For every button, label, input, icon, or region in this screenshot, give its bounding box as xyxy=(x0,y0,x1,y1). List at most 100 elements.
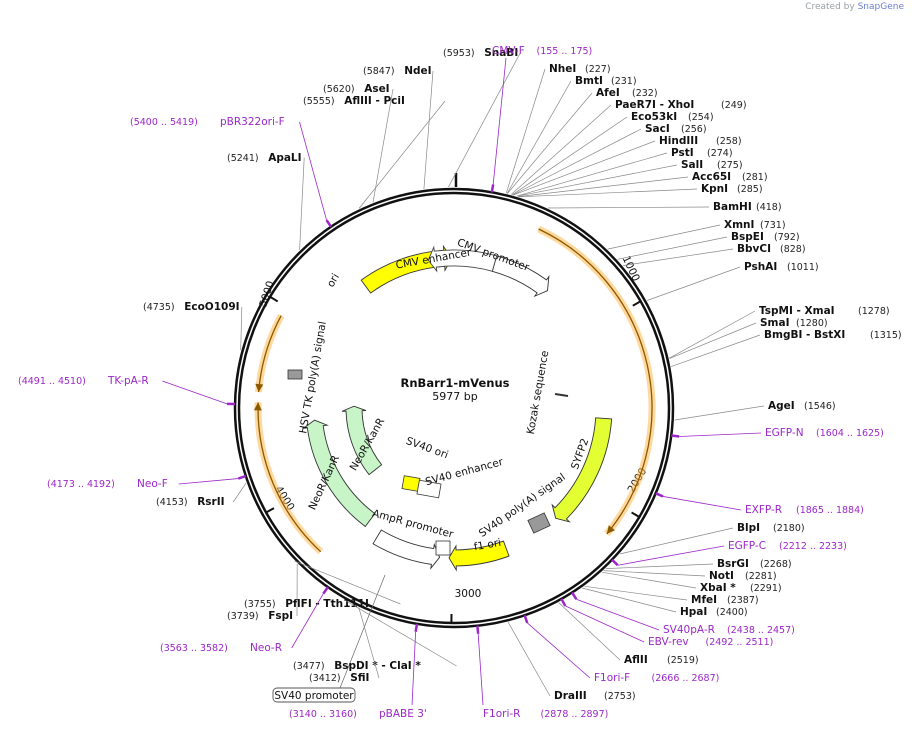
primer-name: pBR322ori-F xyxy=(220,116,285,128)
site-hpai[interactable]: HpaI(2400) xyxy=(582,587,748,618)
site-pflfi-tth111i[interactable]: (3755) PflFI - Tth111I xyxy=(244,560,401,610)
site-pshai[interactable]: PshAI(1011) xyxy=(646,261,819,301)
site-name: EcoO109I xyxy=(184,301,239,313)
site-leader xyxy=(607,224,721,250)
site-sfii[interactable]: (3412)SfiI xyxy=(309,607,380,685)
site-kpni[interactable]: KpnI(285) xyxy=(519,183,763,198)
site-ndei[interactable]: (5847)NdeI xyxy=(363,65,434,190)
site-smai[interactable]: SmaI(1280) xyxy=(669,317,828,359)
primer-f1ori-f[interactable]: F1ori-F(2666 .. 2687) xyxy=(523,614,720,684)
site-saci[interactable]: SacI(256) xyxy=(512,123,707,196)
primer-neo-f[interactable]: (4173 .. 4192)Neo-F xyxy=(47,474,247,490)
primer-pbabe-3[interactable]: (3140 .. 3160)pBABE 3' xyxy=(289,623,427,720)
site-name: PshAI xyxy=(744,261,777,273)
primer-pbr322ori-f[interactable]: (5400 .. 5419)pBR322ori-F xyxy=(130,116,333,228)
site-asei[interactable]: (5620)AseI xyxy=(323,83,394,203)
site-leader xyxy=(646,266,741,301)
site-snabi[interactable]: (5953)SnaBI xyxy=(443,47,521,188)
site-leader xyxy=(582,587,677,613)
site-bmti[interactable]: BmtI(231) xyxy=(506,75,637,194)
site-bsrgi[interactable]: BsrGI(2268) xyxy=(605,558,792,570)
site-position: (275) xyxy=(717,160,743,171)
site-bmgbi-bstxi[interactable]: BmgBI - BstXI(1315) xyxy=(670,329,902,367)
site-leader xyxy=(674,405,765,421)
primer-neo-r[interactable]: (3563 .. 3582)Neo-R xyxy=(160,586,329,654)
site-xmni[interactable]: XmnI(731) xyxy=(607,219,786,250)
site-noti[interactable]: NotI(2281) xyxy=(603,570,777,582)
feature-ampr-small-box xyxy=(435,540,451,556)
primer-leader xyxy=(162,380,228,405)
site-acc65i[interactable]: Acc65I(281) xyxy=(518,171,768,197)
primer-cmv-f[interactable]: CMV-F(155 .. 175) xyxy=(490,45,592,193)
site-position: (3755) xyxy=(244,599,276,610)
site-name: BamHI xyxy=(713,201,752,213)
primer-f1ori-r[interactable]: F1ori-R(2878 .. 2897) xyxy=(476,625,609,720)
site-bspdi-clai[interactable]: (3477)BspDI * - ClaI * xyxy=(293,600,457,673)
site-name: KpnI xyxy=(701,183,728,195)
site-apali[interactable]: (5241)ApaLI xyxy=(227,152,305,250)
feature-sv40-promoter-label: SV40 promoter xyxy=(272,574,386,703)
site-position: (3739) xyxy=(227,611,259,622)
site-position: (232) xyxy=(632,88,658,99)
primer-exfp-r[interactable]: EXFP-R(1865 .. 1884) xyxy=(655,492,864,516)
site-mfei[interactable]: MfeI(2387) xyxy=(584,585,759,606)
site-xbai[interactable]: XbaI *(2291) xyxy=(601,571,782,594)
site-draiii[interactable]: DraIII(2753) xyxy=(507,622,636,702)
site-bamhi[interactable]: BamHI (418) xyxy=(547,201,782,213)
feature-label-ori: ori xyxy=(325,272,342,290)
primer-tk-pa-r[interactable]: (4491 .. 4510)TK-pA-R xyxy=(18,375,236,406)
site-position: (2753) xyxy=(604,691,636,702)
primer-leader xyxy=(477,633,484,706)
site-hindiii[interactable]: HindIII(258) xyxy=(513,135,742,196)
primer-ebv-rev[interactable]: EBV-rev(2492 .. 2511) xyxy=(560,598,774,648)
tick-label: 3000 xyxy=(455,588,482,600)
site-aflii[interactable]: AflII(2519) xyxy=(558,602,699,666)
site-position: (418) xyxy=(756,202,782,213)
primer-leader xyxy=(411,631,417,706)
site-position: (4735) xyxy=(143,302,175,313)
site-bspei[interactable]: BspEI(792) xyxy=(617,231,800,260)
site-name: AfeI xyxy=(596,87,620,99)
site-position: (1278) xyxy=(858,306,890,317)
site-sali[interactable]: SalI(275) xyxy=(516,159,743,197)
site-name: AflIII - PciI xyxy=(344,95,405,107)
site-name: PflFI - Tth111I xyxy=(285,598,369,610)
orf-neo xyxy=(253,402,324,555)
site-name: SnaBI xyxy=(484,47,518,59)
primers-layer: CMV-F(155 .. 175) (5400 .. 5419)pBR322ori… xyxy=(18,45,884,720)
site-tspmi-xmai[interactable]: TspMI - XmaI(1278) xyxy=(669,305,890,359)
site-rsrii[interactable]: (4153)RsrII xyxy=(156,482,247,508)
site-name: XbaI * xyxy=(700,582,736,594)
site-name: MfeI xyxy=(691,594,717,606)
primer-range: (2878 .. 2897) xyxy=(541,709,609,720)
site-nhei[interactable]: NheI(227) xyxy=(505,63,611,194)
site-leader xyxy=(345,600,457,667)
site-agei[interactable]: AgeI(1546) xyxy=(674,400,836,421)
site-position: (828) xyxy=(780,244,806,255)
primer-sv40pa-r[interactable]: SV40pA-R(2438 .. 2457) xyxy=(570,591,795,636)
site-afei[interactable]: AfeI (232) xyxy=(507,87,658,194)
site-leader xyxy=(506,80,572,194)
primer-leader xyxy=(662,496,742,511)
plasmid-name: RnBarr1-mVenus xyxy=(401,376,510,390)
site-bbvci[interactable]: BbvCI(828) xyxy=(622,243,806,266)
feature-neokan-inner xyxy=(341,405,383,476)
site-ecoo109i[interactable]: (4735) EcoO109I xyxy=(143,301,243,351)
site-paer7i-xhoi[interactable]: PaeR7I - XhoI(249) xyxy=(510,99,747,195)
primer-mark xyxy=(655,492,664,498)
site-position: (256) xyxy=(681,124,707,135)
backbone-outer xyxy=(233,187,675,629)
site-fspi[interactable]: (3739)FspI xyxy=(227,563,298,622)
primer-mark xyxy=(560,598,567,607)
site-psti[interactable]: PstI(274) xyxy=(516,147,733,197)
primer-name: pBABE 3' xyxy=(379,708,427,720)
primer-egfp-c[interactable]: EGFP-C(2212 .. 2233) xyxy=(611,540,847,567)
site-afliii-pcii[interactable]: (5555)AflIII - PciI xyxy=(303,95,446,209)
site-leader xyxy=(516,152,668,197)
site-name: BspEI xyxy=(731,231,764,243)
site-blpi[interactable]: BlpI(2180) xyxy=(619,522,805,555)
primer-range: (2492 .. 2511) xyxy=(706,637,774,648)
primer-egfp-n[interactable]: EGFP-N(1604 .. 1625) xyxy=(671,427,884,439)
site-eco53ki[interactable]: Eco53kI(254) xyxy=(512,111,714,196)
